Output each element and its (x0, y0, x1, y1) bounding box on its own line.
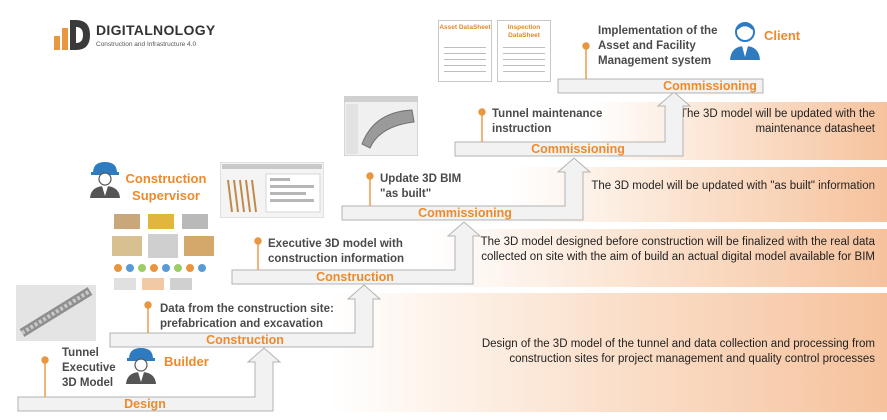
logo-name: DIGITALNOLOGY (96, 22, 216, 38)
inspection-datasheet: Inspection DataSheet (497, 20, 551, 82)
software-screenshot-image (220, 162, 324, 218)
stage-label-commissioning-1: Commissioning (418, 206, 512, 220)
step-implementation: Implementation of the Asset and Facility… (598, 25, 718, 67)
bim-viewer-image (344, 96, 418, 156)
band-design: Design of the 3D model of the tunnel and… (330, 293, 887, 412)
description-as-built: The 3D model will be updated with "as bu… (591, 180, 875, 192)
stage-label-commissioning-3: Commissioning (663, 79, 757, 93)
role-builder: Builder (164, 354, 209, 369)
stair-arrow-construction-1 (109, 284, 382, 348)
step-tunnel-model: Tunnel Executive 3D Model (62, 347, 116, 389)
prefabrication-collage-image (108, 210, 220, 294)
step-maintenance: Tunnel maintenance instruction (492, 108, 603, 135)
stage-label-design: Design (124, 397, 166, 411)
stair-arrow-design (17, 347, 282, 412)
client-person-icon (730, 22, 760, 60)
stair-arrow-commissioning-1 (341, 157, 592, 221)
logo-tagline: Construction and Infrastructure 4.0 (96, 41, 197, 48)
stair-arrow-construction-2 (231, 221, 482, 285)
asset-datasheet: Asset DataSheet (438, 20, 492, 82)
stair-bar-commissioning-3 (557, 78, 764, 94)
step-executive-model: Executive 3D model with construction inf… (268, 238, 405, 265)
description-construction: The 3D model designed before constructio… (480, 236, 875, 263)
tunnel-model-image (16, 285, 96, 341)
role-client: Client (764, 28, 801, 43)
band-construction: The 3D model designed before constructio… (430, 229, 887, 287)
step-site-data: Data from the construction site: prefabr… (160, 303, 334, 330)
inspection-datasheet-title: Inspection DataSheet (507, 24, 541, 39)
stair-arrow-commissioning-2 (454, 91, 692, 157)
logo-mark-icon (54, 20, 90, 50)
supervisor-worker-icon (90, 162, 120, 198)
step-update-bim: Update 3D BIM "as built" (380, 173, 462, 200)
stage-label-construction-2: Construction (316, 270, 394, 284)
stage-label-commissioning-2: Commissioning (531, 142, 625, 156)
role-supervisor: Construction Supervisor (125, 171, 207, 203)
stage-label-construction-1: Construction (206, 333, 284, 347)
asset-datasheet-title: Asset DataSheet (439, 24, 491, 31)
builder-worker-icon (126, 348, 156, 384)
description-design: Design of the 3D model of the tunnel and… (481, 338, 875, 365)
description-maintenance: The 3D model will be updated with the ma… (680, 108, 875, 135)
